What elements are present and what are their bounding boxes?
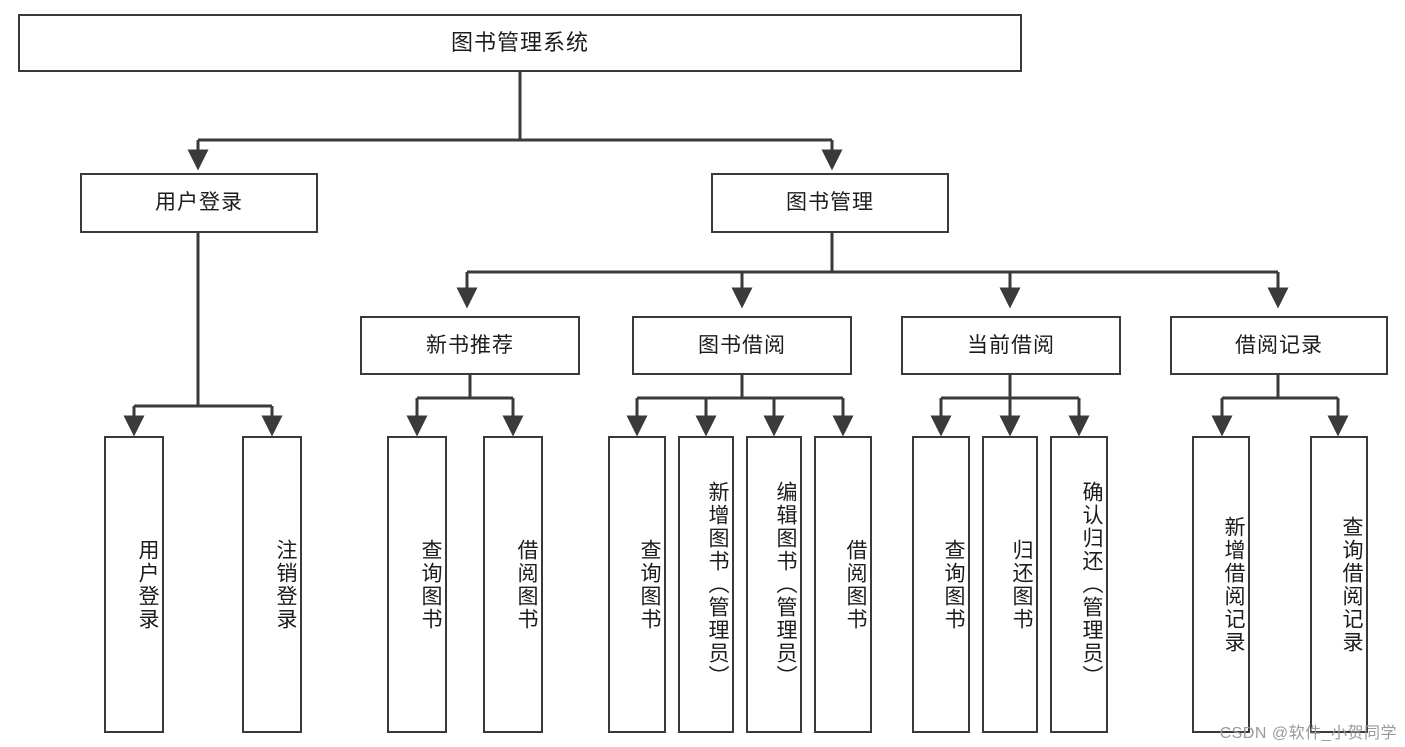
leaf-borrow-book-recommend[interactable]: 借阅图书 bbox=[483, 436, 543, 733]
node-label: 借阅图书 bbox=[515, 538, 538, 631]
node-user-login[interactable]: 用户登录 bbox=[80, 173, 318, 233]
node-label: 用户登录 bbox=[136, 538, 159, 631]
node-label: 查询图书 bbox=[419, 538, 442, 631]
node-book-management[interactable]: 图书管理 bbox=[711, 173, 949, 233]
node-label: 注销登录 bbox=[274, 538, 297, 631]
node-label: 借阅图书 bbox=[844, 538, 867, 631]
node-current-borrow[interactable]: 当前借阅 bbox=[901, 316, 1121, 375]
node-label: 借阅记录 bbox=[1235, 333, 1323, 357]
leaf-edit-book[interactable]: 编辑图书（管理员） bbox=[746, 436, 802, 733]
node-label: 图书借阅 bbox=[698, 333, 786, 357]
leaf-query-borrow-record[interactable]: 查询借阅记录 bbox=[1310, 436, 1368, 733]
node-new-book-recommend[interactable]: 新书推荐 bbox=[360, 316, 580, 375]
node-label: 查询借阅记录 bbox=[1340, 515, 1363, 654]
leaf-query-book-borrow[interactable]: 查询图书 bbox=[608, 436, 666, 733]
node-label: 查询图书 bbox=[942, 538, 965, 631]
leaf-return-book[interactable]: 归还图书 bbox=[982, 436, 1038, 733]
node-label: 新书推荐 bbox=[426, 333, 514, 357]
node-label: 新增借阅记录 bbox=[1222, 515, 1245, 654]
node-book-borrow[interactable]: 图书借阅 bbox=[632, 316, 852, 375]
leaf-confirm-return[interactable]: 确认归还（管理员） bbox=[1050, 436, 1108, 733]
leaf-borrow-book[interactable]: 借阅图书 bbox=[814, 436, 872, 733]
node-label: 图书管理 bbox=[786, 191, 874, 215]
node-label: 用户登录 bbox=[155, 191, 243, 215]
leaf-query-book-recommend[interactable]: 查询图书 bbox=[387, 436, 447, 733]
leaf-add-borrow-record[interactable]: 新增借阅记录 bbox=[1192, 436, 1250, 733]
csdn-watermark: CSDN @软件_小贺同学 bbox=[1219, 725, 1397, 742]
node-label: 新增图书（管理员） bbox=[706, 481, 729, 688]
node-label: 当前借阅 bbox=[967, 333, 1055, 357]
leaf-logout[interactable]: 注销登录 bbox=[242, 436, 302, 733]
leaf-query-book-current[interactable]: 查询图书 bbox=[912, 436, 970, 733]
node-label: 图书管理系统 bbox=[450, 29, 589, 55]
leaf-user-login[interactable]: 用户登录 bbox=[104, 436, 164, 733]
node-label: 确认归还（管理员） bbox=[1080, 481, 1103, 688]
node-root-system[interactable]: 图书管理系统 bbox=[18, 14, 1022, 72]
node-label: 归还图书 bbox=[1010, 538, 1033, 631]
node-label: 查询图书 bbox=[638, 538, 661, 631]
node-borrow-record[interactable]: 借阅记录 bbox=[1170, 316, 1388, 375]
leaf-add-book[interactable]: 新增图书（管理员） bbox=[678, 436, 734, 733]
node-label: 编辑图书（管理员） bbox=[774, 481, 797, 688]
